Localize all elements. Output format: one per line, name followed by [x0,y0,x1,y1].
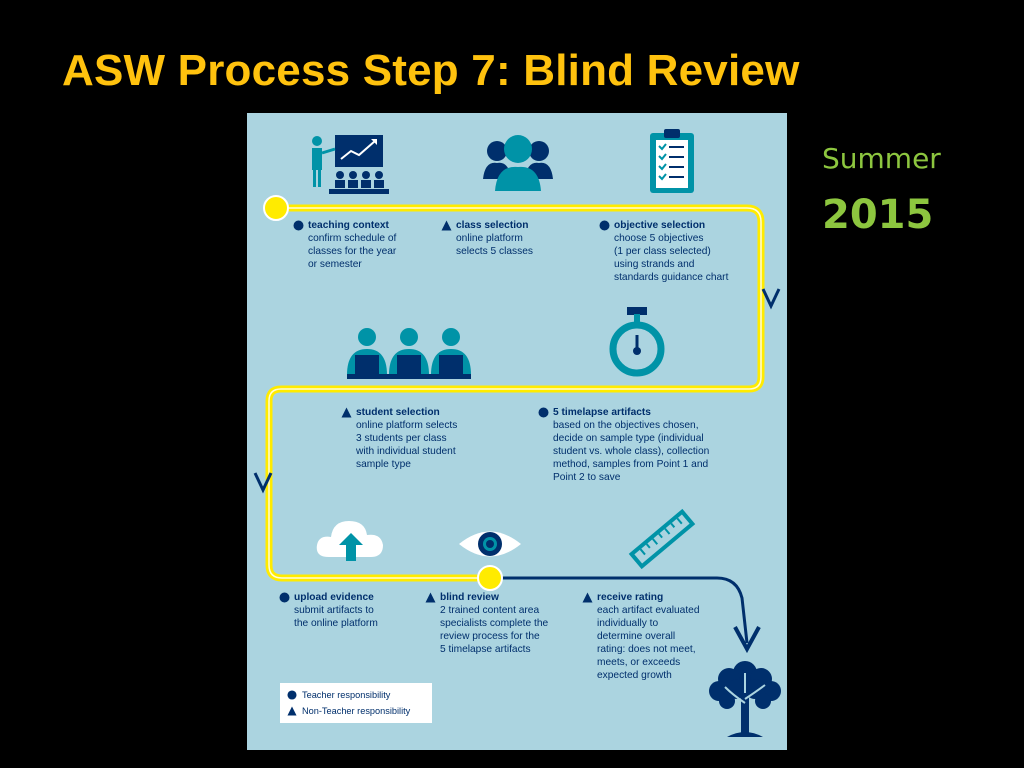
step-upload-evidence: upload evidence submit artifacts to the … [279,591,419,630]
step-description: online platform selects 5 classes [456,233,534,257]
step-description: online platform selects 3 students per c… [356,420,458,470]
direction-chevron [761,288,781,310]
step-title: class selection [456,220,529,231]
step-title: 5 timelapse artifacts [553,407,651,418]
year-label: 2015 [822,192,934,238]
step-description: based on the objectives chosen, decide o… [553,420,710,483]
step-title: blind review [440,592,499,603]
three-students-icon [347,328,471,379]
step-title: receive rating [597,592,664,603]
non-teacher-marker-icon [441,220,452,231]
group-people-icon [483,135,553,191]
teacher-presentation-icon [312,135,389,194]
step-description: submit artifacts to the online platform [294,605,378,629]
cloud-upload-icon [316,521,383,561]
season-label: Summer [822,142,941,175]
teacher-marker-icon [287,690,297,700]
step-timelapse-artifacts: 5 timelapse artifacts based on the objec… [538,406,768,484]
step-class-selection: class selection online platform selects … [441,219,591,258]
step-title: upload evidence [294,592,374,603]
slide-title: ASW Process Step 7: Blind Review [62,46,800,95]
direction-chevron [253,472,273,494]
tree-icon [709,661,781,737]
step-description: each artifact evaluated individually to … [597,605,700,681]
current-step-node [477,565,503,591]
step-objective-selection: objective selection choose 5 objectives … [599,219,779,284]
step-title: teaching context [308,220,389,231]
non-teacher-marker-icon [341,407,352,418]
eye-icon [459,531,521,557]
non-teacher-marker-icon [425,592,436,603]
step-description: choose 5 objectives (1 per class selecte… [614,233,729,283]
step-title: objective selection [614,220,706,231]
non-teacher-marker-icon [582,592,593,603]
legend-non-teacher-label: Non-Teacher responsibility [302,706,411,716]
teacher-marker-icon [279,592,290,603]
ruler-icon [628,508,696,570]
teacher-marker-icon [599,220,610,231]
step-title: student selection [356,407,440,418]
process-path [253,195,781,654]
start-node [263,195,289,221]
step-teaching-context: teaching context confirm schedule of cla… [293,219,443,271]
legend: Teacher responsibility Non-Teacher respo… [280,683,432,723]
teacher-marker-icon [538,407,549,418]
step-student-selection: student selection online platform select… [341,406,511,471]
step-receive-rating: receive rating each artifact evaluated i… [582,591,732,682]
legend-teacher-label: Teacher responsibility [302,690,391,700]
non-teacher-marker-icon [287,706,297,716]
step-description: confirm schedule of classes for the year… [308,233,397,270]
teacher-marker-icon [293,220,304,231]
clipboard-checklist-icon [650,129,694,193]
process-infographic: teaching context confirm schedule of cla… [247,113,787,750]
arrow-head-icon [733,626,761,654]
step-blind-review: blind review 2 trained content area spec… [425,591,575,656]
stopwatch-icon [609,307,665,377]
step-description: 2 trained content area specialists compl… [440,605,549,655]
